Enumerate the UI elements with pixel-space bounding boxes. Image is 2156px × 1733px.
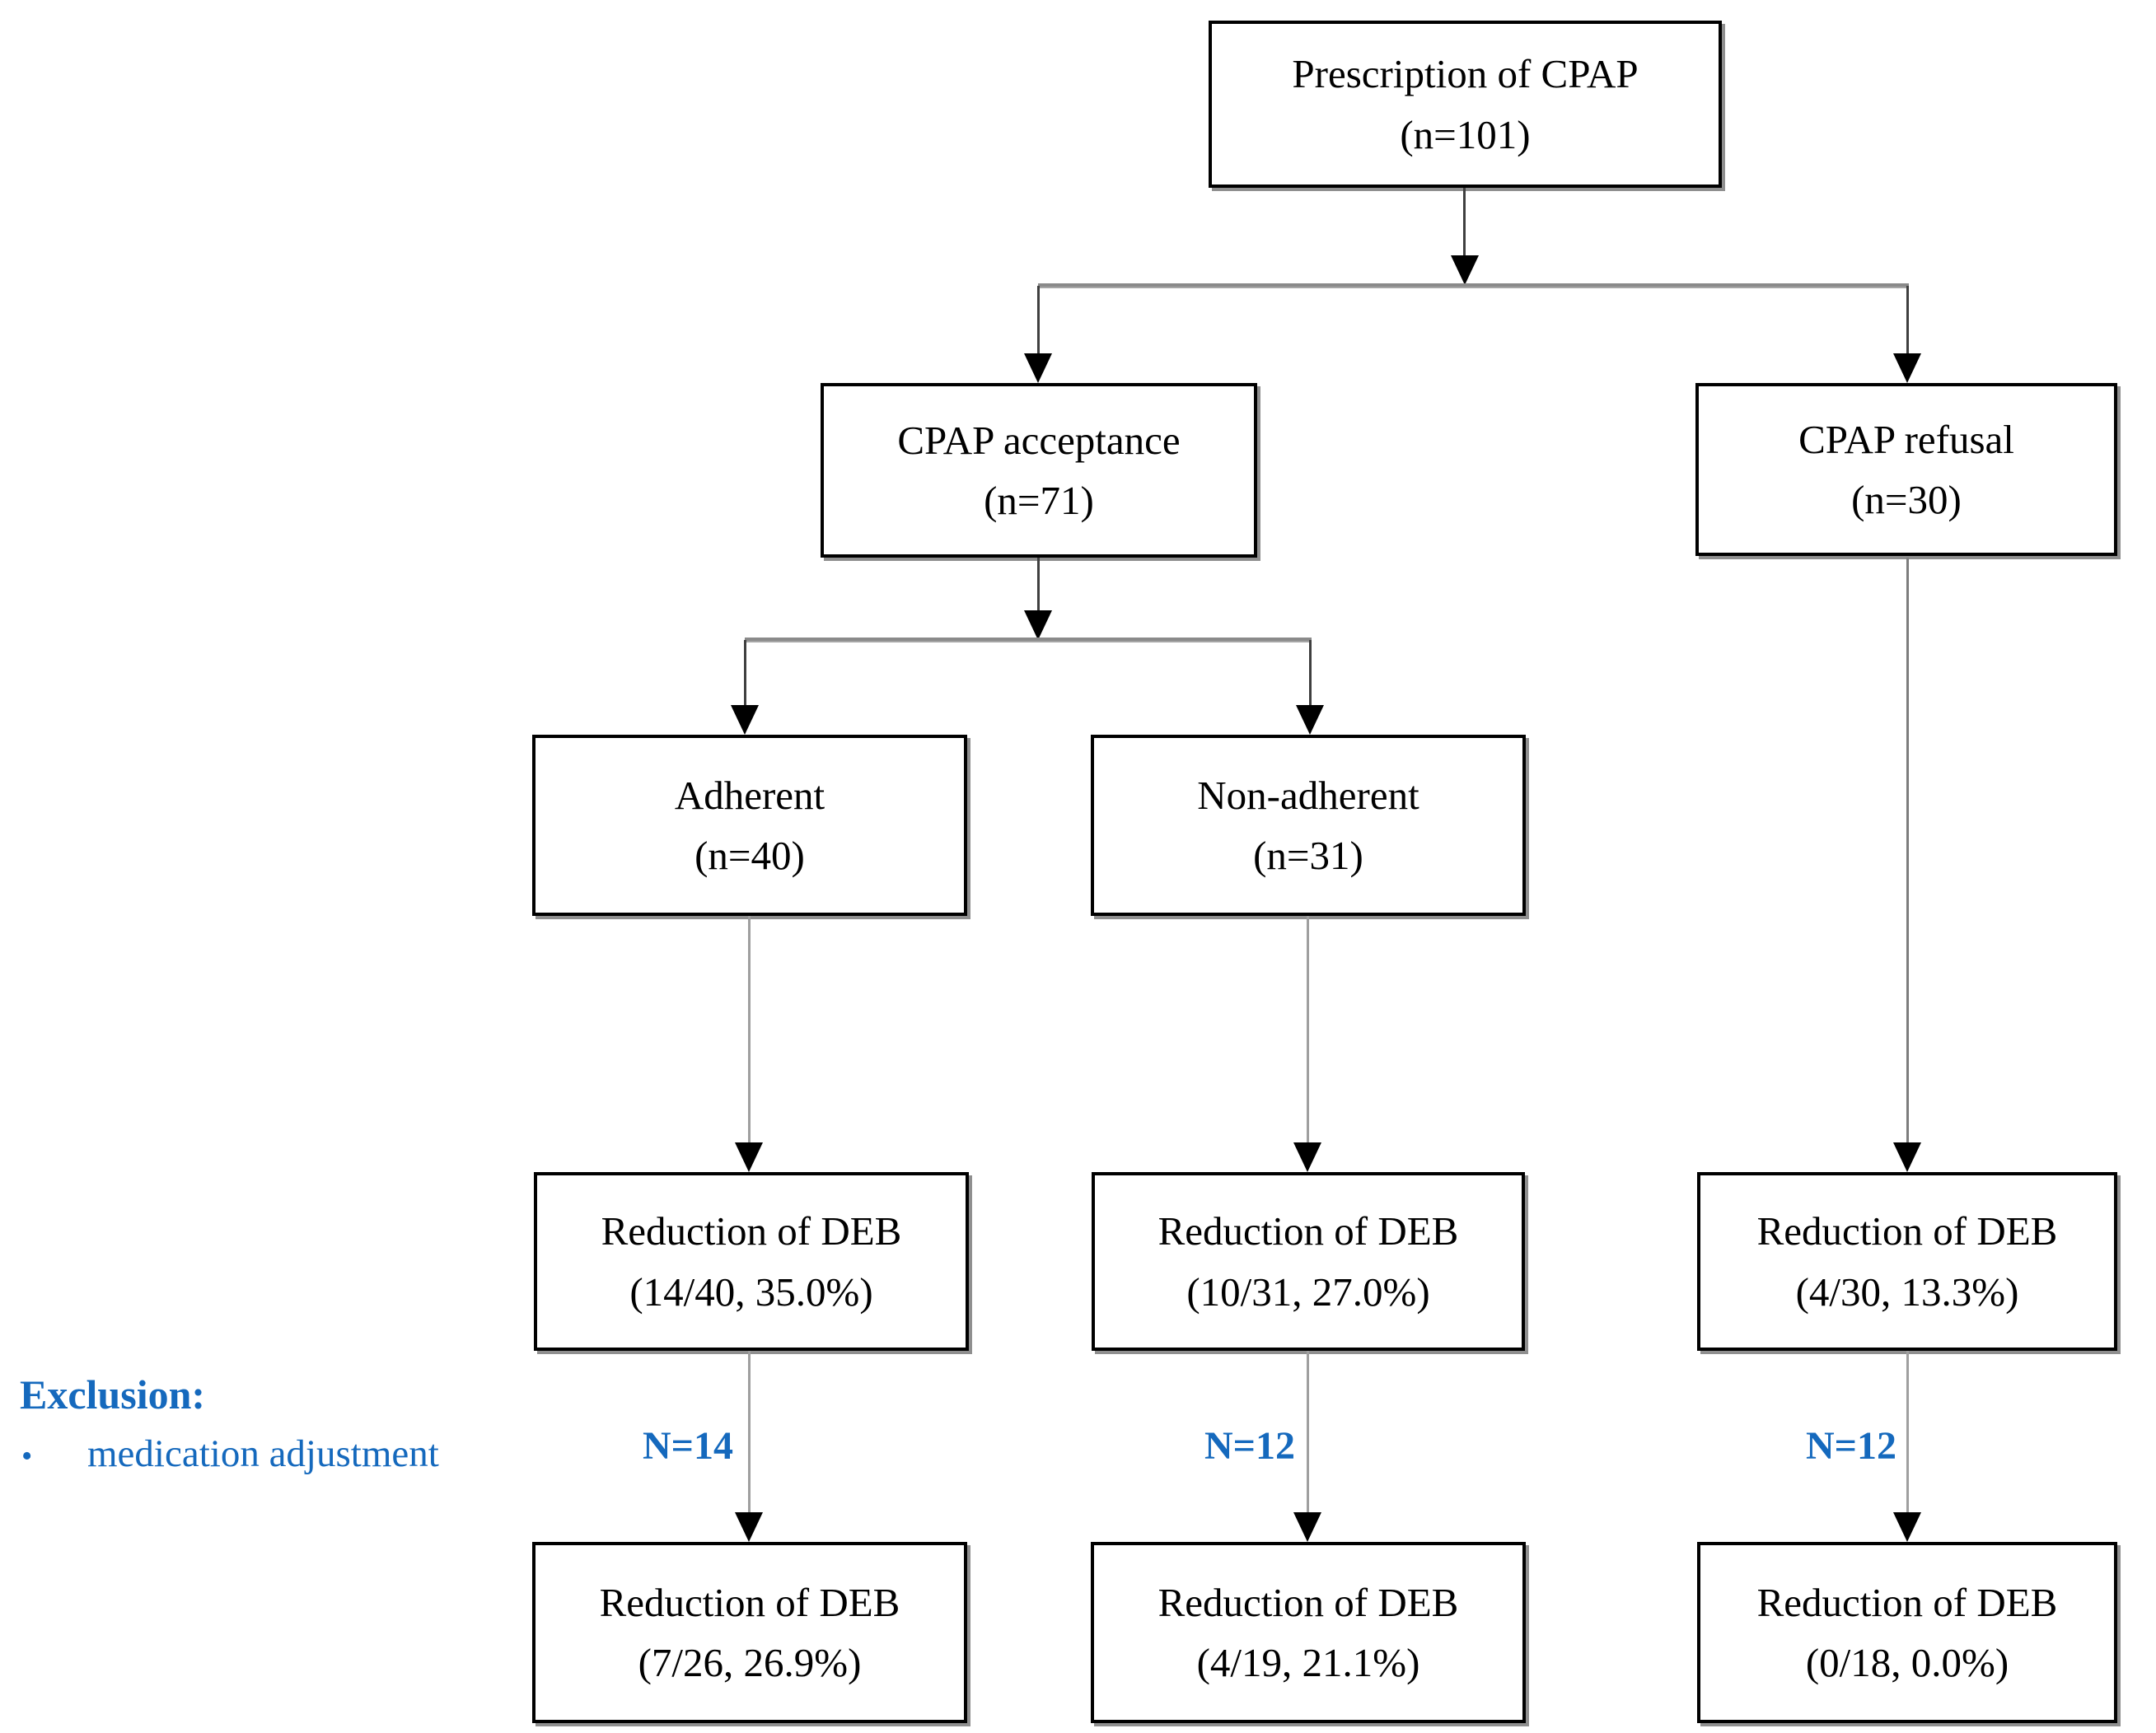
arrowhead-prescription-split (1451, 255, 1479, 285)
bullet-icon: • (21, 1439, 33, 1474)
node-acceptance-line1: CPAP acceptance (897, 417, 1181, 463)
node-non-adherent-line2: (n=31) (1253, 833, 1363, 878)
node-deb-refusal-excl: Reduction of DEB (0/18, 0.0%) (1697, 1542, 2117, 1723)
connector-prescription-stem (1463, 188, 1466, 259)
exclusion-item-text: medication adjustment (87, 1432, 439, 1475)
node-deb-non-adherent-excl-line1: Reduction of DEB (1158, 1579, 1459, 1625)
node-adherent-line1: Adherent (674, 772, 825, 818)
connector-acceptance-stem (1037, 558, 1040, 610)
node-deb-non-adherent-line2: (10/31, 27.0%) (1186, 1268, 1430, 1315)
node-deb-non-adherent-excl: Reduction of DEB (4/19, 21.1%) (1091, 1542, 1526, 1723)
node-non-adherent-line1: Non-adherent (1197, 772, 1419, 818)
node-prescription-of-cpap: Prescription of CPAP (n=101) (1209, 21, 1722, 188)
arrowhead-deb-adherent-excl (735, 1512, 763, 1542)
node-deb-adherent-excl-line2: (7/26, 26.9%) (638, 1640, 862, 1685)
connector-drop-acceptance (1037, 286, 1040, 353)
arrowhead-non-adherent (1296, 705, 1324, 735)
connector-refusal-to-deb (1906, 558, 1909, 1142)
node-prescription-line1: Prescription of CPAP (1292, 51, 1639, 96)
connector-drop-non-adherent (1309, 640, 1312, 705)
node-non-adherent: Non-adherent (n=31) (1091, 735, 1526, 916)
arrowhead-refusal (1893, 353, 1921, 383)
node-deb-adherent: Reduction of DEB (14/40, 35.0%) (534, 1172, 969, 1351)
arrowhead-adherent (731, 705, 759, 735)
arrowhead-deb-adherent (735, 1142, 763, 1172)
exclusion-item-row: • medication adjustment (21, 1432, 439, 1476)
node-deb-non-adherent-excl-line2: (4/19, 21.1%) (1196, 1640, 1420, 1685)
node-cpap-acceptance: CPAP acceptance (n=71) (821, 383, 1257, 558)
node-cpap-refusal: CPAP refusal (n=30) (1695, 383, 2117, 556)
node-deb-non-adherent-line1: Reduction of DEB (1158, 1208, 1459, 1254)
arrowhead-acceptance-split (1024, 610, 1052, 640)
node-deb-refusal-line2: (4/30, 13.3%) (1795, 1268, 2019, 1315)
node-deb-refusal-line1: Reduction of DEB (1756, 1208, 2058, 1254)
node-deb-adherent-excl-line1: Reduction of DEB (599, 1579, 900, 1625)
connector-drop-refusal (1906, 286, 1909, 353)
arrowhead-acceptance (1024, 353, 1052, 383)
connector-adherent-to-deb (748, 916, 751, 1142)
node-acceptance-line2: (n=71) (984, 478, 1094, 523)
node-adherent: Adherent (n=40) (532, 735, 967, 916)
connector-deb-non-adherent-to-excl (1307, 1351, 1309, 1512)
connector-drop-adherent (744, 640, 746, 705)
connector-deb-refusal-to-excl (1906, 1351, 1909, 1512)
arrowhead-deb-refusal (1893, 1142, 1921, 1172)
node-deb-refusal: Reduction of DEB (4/30, 13.3%) (1697, 1172, 2117, 1351)
connector-non-adherent-to-deb (1307, 916, 1309, 1142)
node-prescription-line2: (n=101) (1400, 111, 1531, 157)
node-deb-adherent-line2: (14/40, 35.0%) (629, 1268, 873, 1315)
exclusion-heading: Exclusion: (20, 1371, 206, 1418)
node-deb-refusal-excl-line1: Reduction of DEB (1756, 1579, 2058, 1625)
edge-label-n12-middle: N=12 (1204, 1424, 1295, 1468)
arrowhead-deb-refusal-excl (1893, 1512, 1921, 1542)
edge-label-n14: N=14 (642, 1424, 733, 1468)
node-adherent-line2: (n=40) (695, 833, 805, 878)
arrowhead-deb-non-adherent (1293, 1142, 1321, 1172)
connector-deb-adherent-to-excl (748, 1351, 751, 1512)
node-refusal-line1: CPAP refusal (1798, 416, 2014, 462)
node-deb-refusal-excl-line2: (0/18, 0.0%) (1805, 1640, 2009, 1685)
node-deb-non-adherent: Reduction of DEB (10/31, 27.0%) (1092, 1172, 1525, 1351)
node-deb-adherent-excl: Reduction of DEB (7/26, 26.9%) (532, 1542, 967, 1723)
connector-split-bar-top (1038, 283, 1909, 287)
node-deb-adherent-line1: Reduction of DEB (601, 1208, 902, 1254)
edge-label-n12-right: N=12 (1805, 1424, 1896, 1468)
node-refusal-line2: (n=30) (1851, 477, 1962, 522)
arrowhead-deb-non-adherent-excl (1293, 1512, 1321, 1542)
connector-split-bar-acceptance (745, 638, 1312, 641)
